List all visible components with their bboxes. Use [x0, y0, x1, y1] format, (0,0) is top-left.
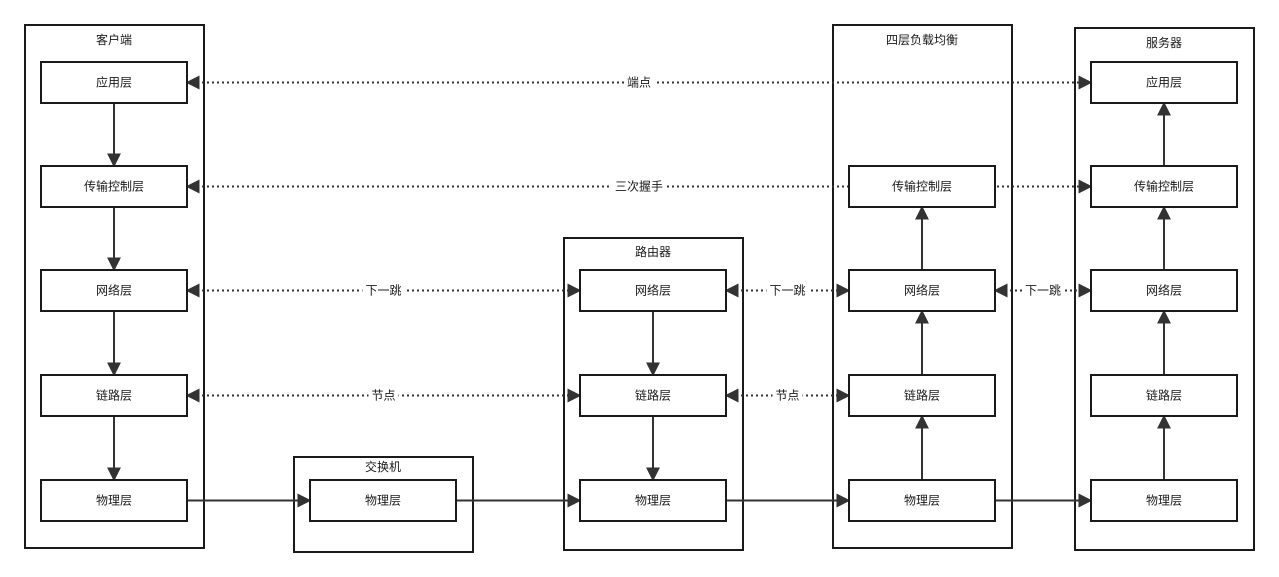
node-label: 物理层: [365, 494, 401, 508]
node-c-trans: 传输控制层: [40, 165, 188, 208]
edge-label-background: [362, 282, 405, 299]
node-c-net: 网络层: [40, 269, 188, 312]
node-label: 链路层: [1146, 388, 1182, 403]
node-label: 传输控制层: [892, 179, 952, 194]
node-c-link: 链路层: [40, 374, 188, 417]
node-box: [40, 374, 188, 417]
group-title-router: 路由器: [635, 244, 671, 259]
node-box: [309, 479, 457, 522]
node-label: 网络层: [96, 283, 132, 298]
node-c-app: 应用层: [40, 61, 188, 104]
node-r-net: 网络层: [579, 269, 727, 312]
group-switch: 交换机: [293, 456, 474, 553]
node-label: 网络层: [635, 283, 671, 298]
node-box: [848, 479, 996, 522]
node-label: 物理层: [904, 494, 940, 508]
node-label: 网络层: [904, 283, 940, 298]
edge-label: 节点: [371, 389, 395, 403]
group-title-client: 客户端: [96, 32, 132, 47]
group-title-switch: 交换机: [365, 459, 401, 474]
node-lb-link: 链路层: [848, 374, 996, 417]
node-label: 链路层: [96, 388, 132, 403]
node-box: [40, 165, 188, 208]
node-box: [579, 269, 727, 312]
node-box: [848, 165, 996, 208]
node-s-phy: 物理层: [1090, 479, 1238, 522]
node-label: 链路层: [904, 388, 940, 403]
node-box: [848, 374, 996, 417]
node-s-net: 网络层: [1090, 269, 1238, 312]
node-label: 链路层: [635, 388, 671, 403]
node-box: [40, 269, 188, 312]
edge-label: 端点: [627, 76, 651, 90]
edge-label: 下一跳: [365, 284, 401, 298]
node-box: [1090, 374, 1238, 417]
edge-label: 下一跳: [769, 284, 805, 298]
node-box: [1090, 165, 1238, 208]
node-r-link: 链路层: [579, 374, 727, 417]
node-label: 传输控制层: [84, 179, 144, 194]
node-label: 物理层: [96, 494, 132, 508]
node-lb-net: 网络层: [848, 269, 996, 312]
edge-label: 节点: [775, 389, 799, 403]
edge-label-background: [624, 74, 654, 91]
node-label: 传输控制层: [1134, 179, 1194, 194]
node-s-trans: 传输控制层: [1090, 165, 1238, 208]
node-r-phy: 物理层: [579, 479, 727, 522]
node-box: [848, 269, 996, 312]
edge-label-background: [766, 282, 809, 299]
node-c-phy: 物理层: [40, 479, 188, 522]
node-label: 物理层: [635, 494, 671, 508]
node-label: 物理层: [1146, 494, 1182, 508]
node-box: [1090, 479, 1238, 522]
node-s-link: 链路层: [1090, 374, 1238, 417]
node-box: [40, 61, 188, 104]
node-label: 应用层: [96, 75, 132, 90]
node-box: [1090, 269, 1238, 312]
node-sw-phy: 物理层: [309, 479, 457, 522]
node-s-app: 应用层: [1090, 61, 1238, 104]
node-box: [40, 479, 188, 522]
edge-label-background: [368, 387, 399, 404]
node-lb-trans: 传输控制层: [848, 165, 996, 208]
edge-label-background: [772, 387, 803, 404]
node-lb-phy: 物理层: [848, 479, 996, 522]
edge-label: 下一跳: [1025, 284, 1061, 298]
node-box: [1090, 61, 1238, 104]
edge-label-background: [612, 178, 666, 195]
edge-label-background: [1022, 282, 1064, 299]
node-label: 网络层: [1146, 283, 1182, 298]
node-label: 应用层: [1146, 75, 1182, 90]
group-title-load-balancer: 四层负载均衡: [886, 33, 958, 47]
group-title-server: 服务器: [1146, 35, 1182, 50]
edge-label: 三次握手: [615, 179, 663, 194]
node-box: [579, 374, 727, 417]
node-box: [579, 479, 727, 522]
